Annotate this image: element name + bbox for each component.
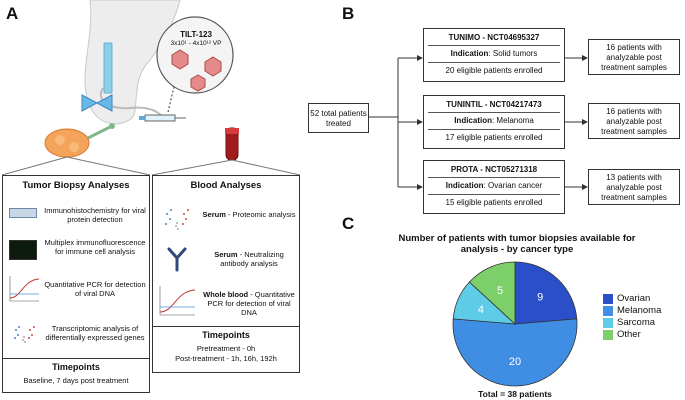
pie-label-ovarian: 9: [537, 292, 543, 304]
tumor-title: Tumor Biopsy Analyses: [22, 180, 130, 191]
trial-box-tunintil: TUNINTIL - NCT04217473 Indication: Melan…: [423, 95, 565, 149]
tumor-item-mif: Multiplex immunofluorescence for immune …: [44, 238, 146, 256]
result-box-prota: 13 patients with analyzable post treatme…: [588, 169, 680, 205]
blood-item-nab: Serum - Neutralizing antibody analysis: [214, 250, 284, 268]
trial-enrolled: 20 eligible patients enrolled: [445, 66, 543, 75]
pie-slice-ovarian: [514, 261, 578, 325]
chart-footer: Total = 38 patients: [478, 389, 552, 399]
trial-flow-connectors: [369, 55, 588, 190]
blood-analyses-box: Blood Analyses Serum - Proteomic analysi…: [152, 175, 300, 373]
proteomic-volcano-icon: [165, 209, 189, 230]
legend-swatch-melanoma: [603, 306, 613, 316]
trial-name: TUNIMO - NCT04695327: [448, 33, 540, 42]
blood-title: Blood Analyses: [190, 180, 262, 191]
pie-label-melanoma: 20: [509, 356, 521, 368]
blood-timepoints-post: Post-treatment - 1h, 16h, 192h: [175, 354, 277, 363]
antibody-icon: [167, 247, 187, 272]
trial-indication: Indication: Solid tumors: [450, 49, 538, 58]
butterfly-needle-icon: [81, 94, 113, 112]
trial-box-tunimo: TUNIMO - NCT04695327 Indication: Solid t…: [423, 28, 565, 82]
trial-name: PROTA - NCT05271318: [450, 165, 538, 174]
result-box-tunintil: 16 patients with analyzable post treatme…: [588, 103, 680, 139]
monitor-icon: [9, 240, 37, 260]
microscope-slide-icon: [9, 208, 37, 218]
qpcr-curve-icon: [9, 276, 40, 302]
trial-indication: Indication: Ovarian cancer: [445, 181, 543, 190]
pie-slice-melanoma: [452, 318, 578, 387]
panel-label-b: B: [342, 4, 355, 23]
chart-title: Number of patients with tumor biopsies a…: [398, 233, 636, 255]
blood-qpcr-curve-icon: [159, 286, 196, 316]
total-patients-line-1: 52 total patients: [310, 109, 367, 118]
panel-label-a: A: [6, 4, 19, 23]
legend-label-sarcoma: Sarcoma: [617, 317, 656, 328]
trial-enrolled: 17 eligible patients enrolled: [445, 133, 543, 142]
result-box-tunimo: 16 patients with analyzable post treatme…: [588, 39, 680, 75]
tumor-item-transcriptomic: Transcriptomic analysis of differentiall…: [45, 324, 145, 342]
tumor-icon: [44, 128, 90, 158]
biopsy-needle-icon: [87, 124, 113, 140]
virus-dose: 3x10¹ - 4x10¹² VP: [170, 40, 222, 47]
legend-swatch-other: [603, 330, 613, 340]
tumor-timepoints: Baseline, 7 days post treatment: [23, 376, 129, 385]
result-text: 16 patients with analyzable post treatme…: [601, 43, 667, 72]
result-text: 13 patients with analyzable post treatme…: [601, 173, 667, 202]
trial-box-prota: PROTA - NCT05271318 Indication: Ovarian …: [423, 160, 565, 214]
legend-swatch-sarcoma: [603, 318, 613, 328]
panel-label-c: C: [342, 214, 355, 233]
total-patients-line-2: treated: [326, 119, 351, 128]
trial-indication: Indication: Melanoma: [454, 116, 534, 125]
tumor-item-qpcr: Quantitative PCR for detection of viral …: [44, 280, 146, 298]
virus-name: TILT-123: [180, 30, 212, 39]
blood-timepoints-title: Timepoints: [202, 330, 250, 340]
legend-label-melanoma: Melanoma: [617, 305, 662, 316]
legend-label-other: Other: [617, 329, 641, 340]
iv-catheter-icon: [103, 42, 113, 94]
pie-label-other: 5: [497, 285, 503, 297]
injection-illustration: [1, 0, 301, 175]
pie-label-sarcoma: 4: [478, 304, 484, 316]
volcano-plot-icon: [14, 326, 35, 343]
pie-slice-other: [468, 261, 516, 325]
virus-particle-icon: [190, 74, 206, 92]
pie-chart: 9 20 4 5: [452, 261, 578, 387]
blood-timepoints-pre: Pretreatment - 0h: [196, 344, 256, 353]
trial-name: TUNINTIL - NCT04217473: [446, 100, 542, 109]
virus-particle-icon: [204, 56, 222, 77]
legend-label-ovarian: Ovarian: [617, 293, 651, 304]
total-patients-box: 52 total patients treated: [308, 103, 369, 133]
legend-swatch-ovarian: [603, 294, 613, 304]
tumor-biopsy-box: Tumor Biopsy Analyses Immunohistochemist…: [2, 175, 150, 393]
tumor-timepoints-title: Timepoints: [52, 362, 100, 372]
blood-item-qpcr: Whole blood - Quantitative PCR for detec…: [203, 290, 295, 317]
blood-item-proteomic: Serum - Proteomic analysis: [202, 210, 296, 219]
result-text: 16 patients with analyzable post treatme…: [601, 107, 667, 136]
tumor-item-ihc: Immunohistochemistry for viral protein d…: [44, 206, 146, 224]
trial-enrolled: 15 eligible patients enrolled: [445, 198, 543, 207]
virus-particle-icon: [171, 49, 189, 70]
